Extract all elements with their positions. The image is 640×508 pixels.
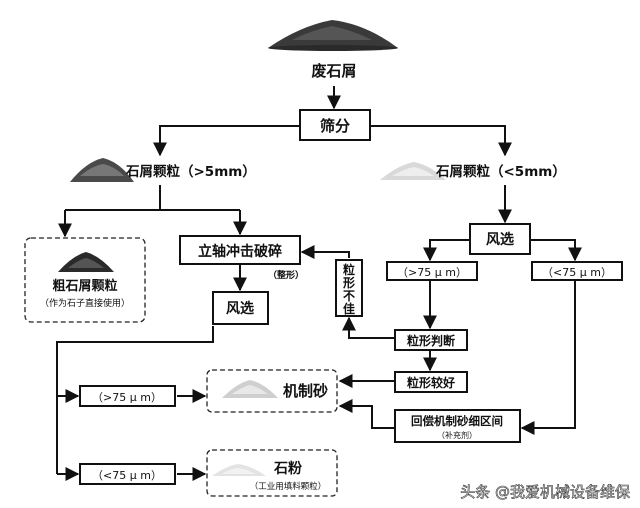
stone-powder-box	[206, 449, 338, 497]
machine-sand-label: 机制砂	[283, 382, 328, 400]
coarse-product-label: 粗石屑颗粒	[52, 278, 117, 294]
waste-label: 废石屑	[311, 62, 356, 80]
gt75-right-box	[386, 261, 478, 281]
gt75-left-box	[79, 385, 176, 407]
vsi-box	[179, 235, 301, 265]
arrow-judge-to-badshape	[342, 316, 395, 339]
stone-powder-pile-image	[212, 464, 266, 476]
supplement-label: 回偿机制砂细区间	[411, 414, 503, 428]
lt75-right-box	[531, 261, 623, 281]
coarse-product-note: （作为石子直接使用）	[40, 297, 130, 309]
arrow-badshape-to-vsi	[300, 245, 350, 259]
line-air1-down	[56, 326, 214, 474]
coarse-product-pile-image	[58, 252, 114, 272]
lt75-left-box	[79, 463, 176, 485]
coarse-pile-image	[70, 158, 134, 182]
arrow-lt75-to-supplement	[520, 280, 576, 435]
stone-powder-note: （工业用填料颗粒）	[250, 481, 327, 492]
watermark: 头条 @我爱机械设备维保	[460, 483, 630, 501]
good-shape-box	[394, 371, 468, 393]
shaping-note: （整形）	[268, 269, 304, 281]
lt75-left-label: （<75 μ m）	[92, 469, 162, 482]
arrow-air2-to-lt75	[530, 239, 582, 262]
shape-judge-box	[394, 329, 468, 351]
air-separation-2-box	[469, 223, 531, 255]
waste-pile-image	[268, 20, 398, 51]
air-separation-1-label: 风选	[226, 300, 254, 317]
lt75-right-label: （<75 μ m）	[542, 266, 612, 279]
bad-shape-char-1: 粒	[343, 262, 355, 277]
arrow-screen-to-coarse	[153, 125, 300, 157]
stone-powder-label: 石粉	[273, 460, 302, 477]
fine-pile-image	[380, 162, 446, 180]
arrow-air2-to-gt75	[423, 239, 470, 262]
bad-shape-char-4: 佳	[343, 301, 355, 316]
machine-sand-box	[206, 369, 338, 413]
bad-shape-char-2: 形	[343, 276, 355, 290]
air-separation-2-label: 风选	[486, 231, 514, 248]
gt75-left-label: （>75 μ m）	[92, 391, 162, 404]
coarse-product-box	[24, 237, 146, 323]
gt75-right-label: （>75 μ m）	[397, 266, 467, 279]
machine-sand-pile-image	[222, 380, 278, 398]
connectors	[56, 86, 582, 481]
arrow-screen-to-fine	[370, 125, 512, 157]
bad-shape-box	[335, 259, 363, 317]
supplement-note: （补充剂）	[437, 430, 477, 440]
vsi-label: 立轴冲击破碎	[198, 243, 282, 260]
screen-label: 筛分	[320, 117, 350, 135]
supplement-box	[394, 409, 521, 443]
air-separation-1-box	[212, 291, 269, 325]
good-shape-label: 粒形较好	[407, 375, 455, 390]
fine-particles-label: 石屑颗粒（<5mm）	[435, 163, 566, 180]
screen-box	[299, 109, 371, 141]
coarse-particles-label: 石屑颗粒（>5mm）	[125, 163, 256, 180]
arrow-supplement-to-sand	[338, 399, 395, 429]
shape-judge-label: 粒形判断	[407, 333, 455, 348]
bad-shape-char-3: 不	[343, 289, 355, 303]
